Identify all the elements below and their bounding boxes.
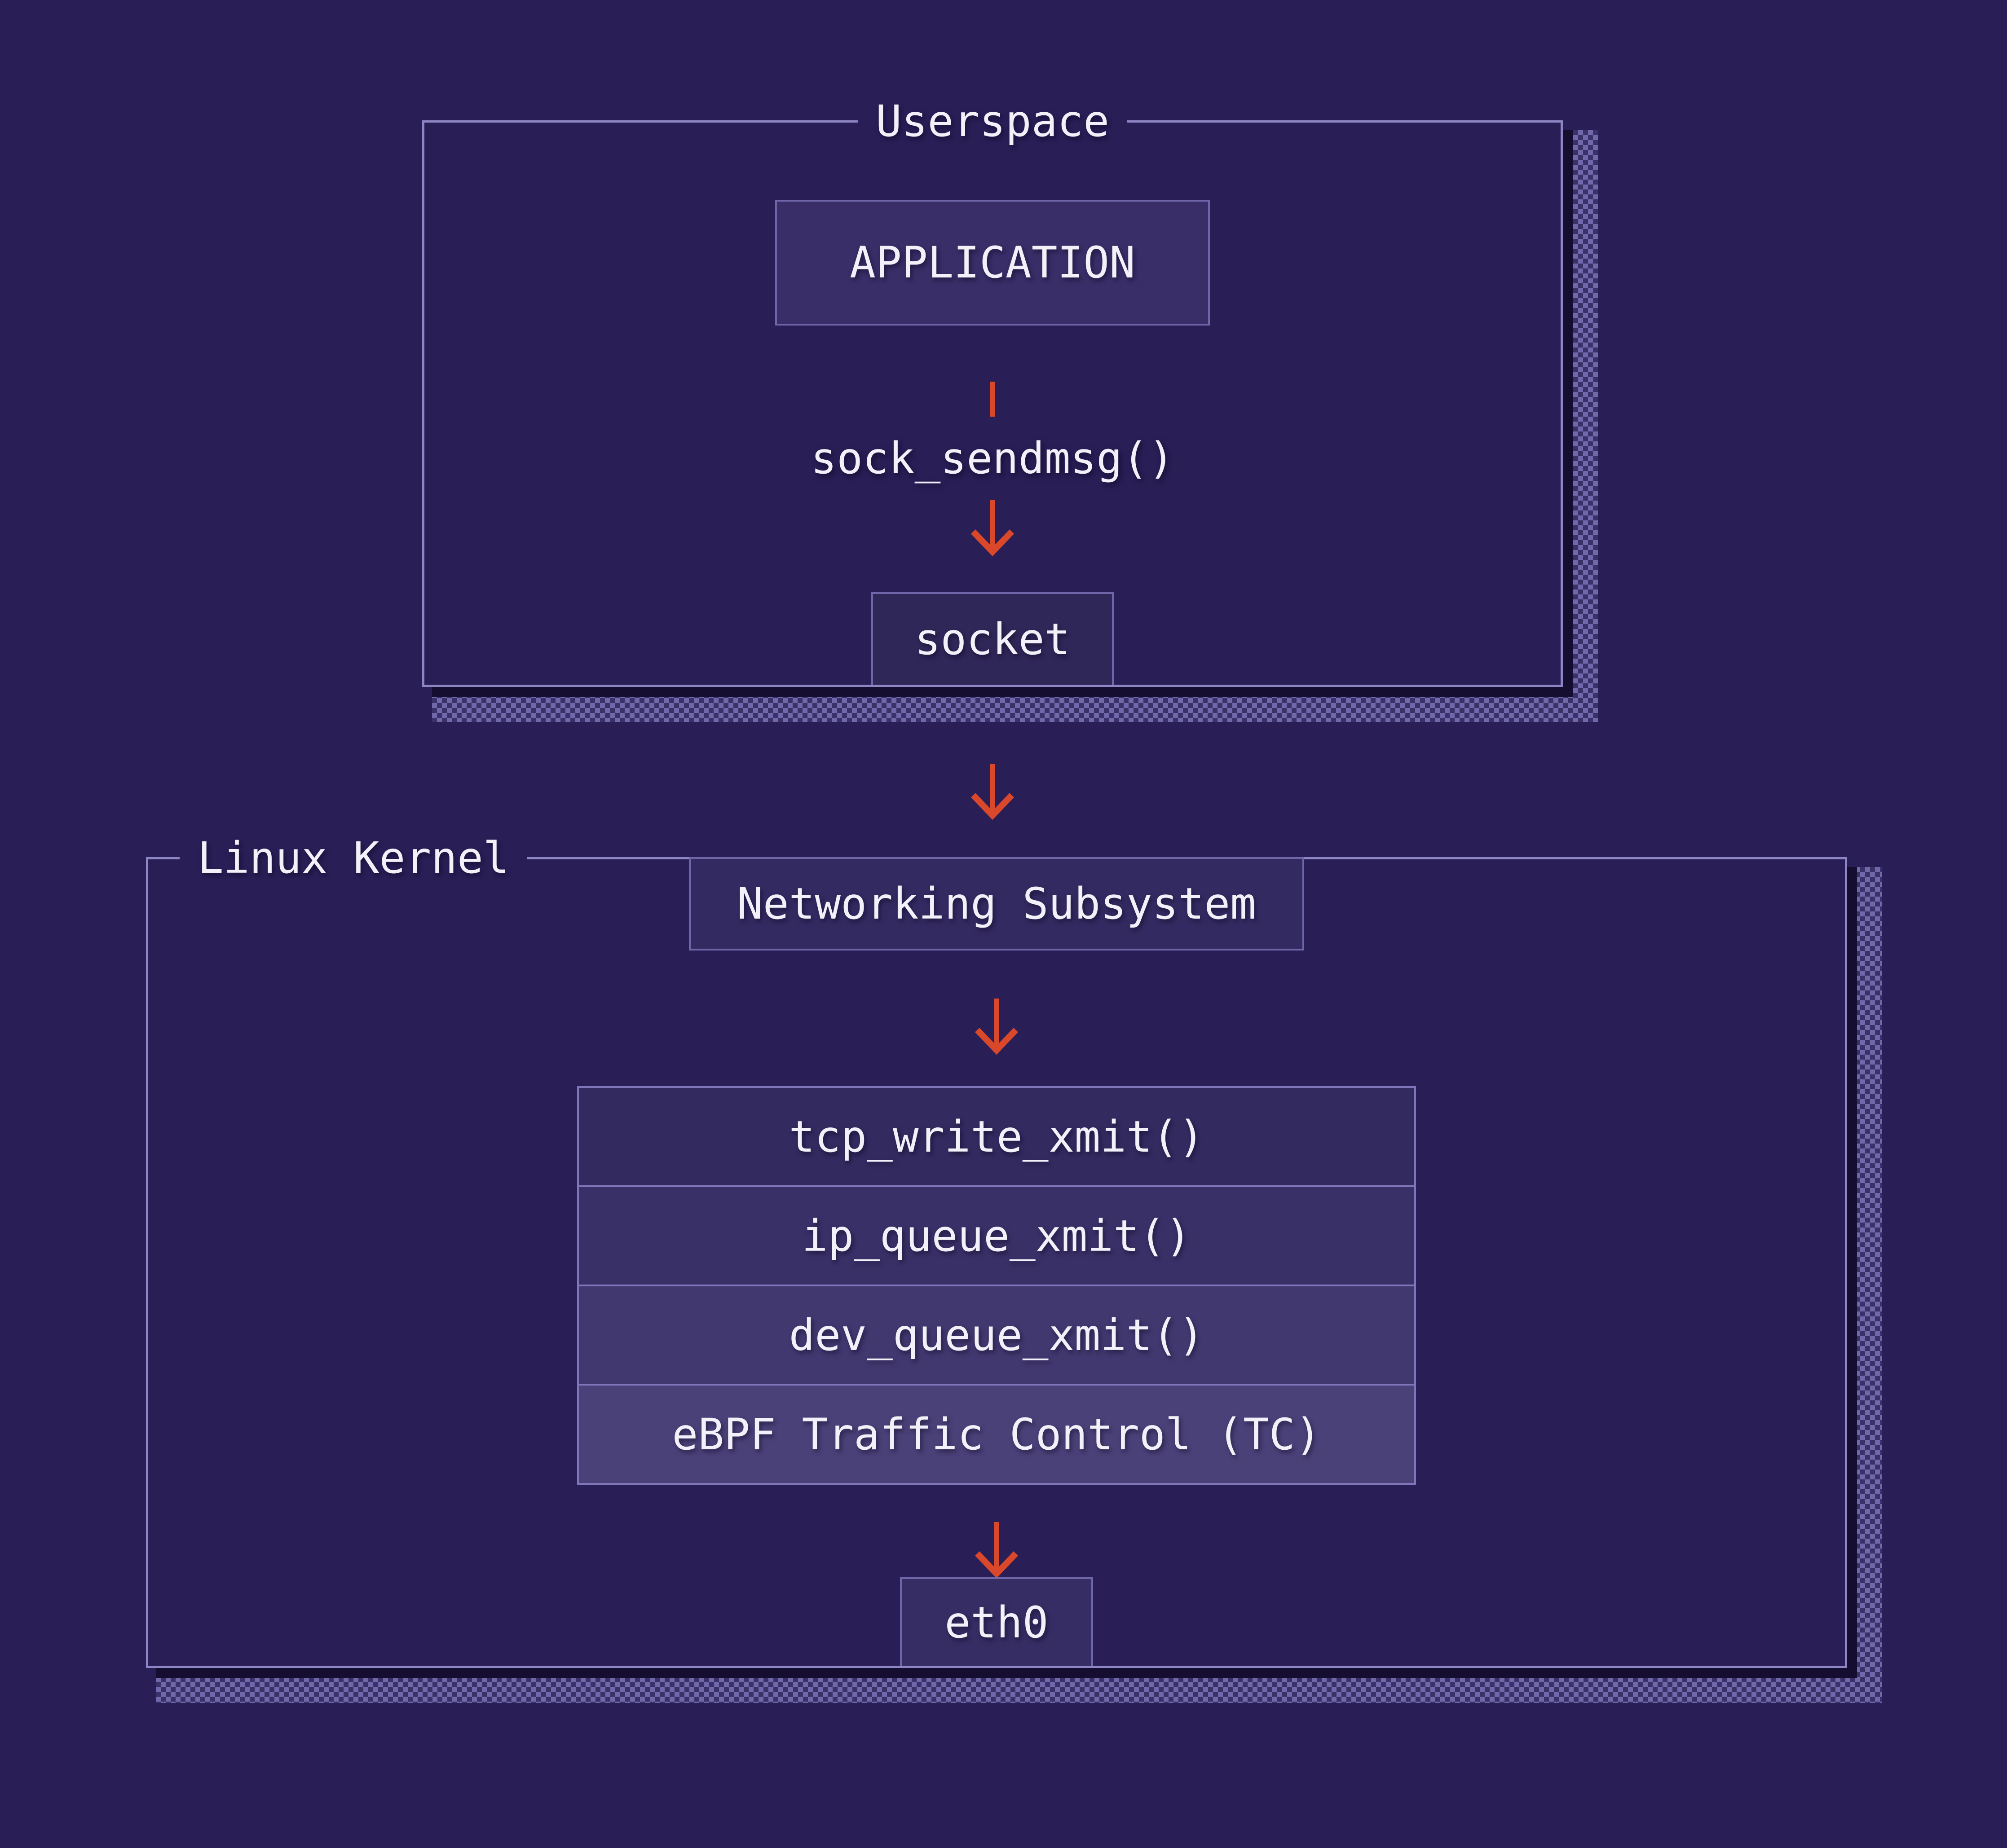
stack-layer-row: ip_queue_xmit() [579, 1185, 1414, 1285]
linux-kernel-panel: Linux Kernel Networking Subsystem tcp_wr… [146, 833, 1882, 1703]
arrow-down-icon [970, 764, 1015, 820]
stack-layer-label: dev_queue_xmit() [789, 1310, 1204, 1360]
eth0-box: eth0 [900, 1577, 1093, 1666]
stack-layer-row: tcp_write_xmit() [579, 1088, 1414, 1185]
userspace-panel: Userspace APPLICATION sock_sendmsg() soc… [422, 97, 1598, 722]
stack-layer-label: eBPF Traffic Control (TC) [672, 1409, 1321, 1460]
socket-box-label: socket [914, 614, 1071, 664]
connector-line [990, 382, 995, 417]
application-box: APPLICATION [775, 200, 1210, 326]
networking-subsystem-label: Networking Subsystem [737, 879, 1256, 929]
arrow-down-icon [975, 999, 1019, 1055]
arrow-down-icon [975, 1522, 1019, 1579]
networking-subsystem-box: Networking Subsystem [689, 857, 1304, 950]
userspace-panel-border: Userspace APPLICATION sock_sendmsg() soc… [422, 97, 1563, 687]
stack-layer-row: eBPF Traffic Control (TC) [579, 1384, 1414, 1483]
application-box-label: APPLICATION [850, 238, 1135, 288]
arrow-down-icon [970, 500, 1015, 557]
socket-box: socket [871, 592, 1114, 685]
kernel-panel-title: Linux Kernel [180, 833, 527, 883]
syscall-label: sock_sendmsg() [811, 433, 1174, 484]
stack-layer-row: dev_queue_xmit() [579, 1285, 1414, 1384]
userspace-panel-title: Userspace [857, 97, 1128, 146]
kernel-panel-border: Linux Kernel Networking Subsystem tcp_wr… [146, 833, 1847, 1668]
stack-layer-label: ip_queue_xmit() [802, 1210, 1191, 1261]
kernel-stack: tcp_write_xmit() ip_queue_xmit() dev_que… [577, 1086, 1416, 1485]
eth0-box-label: eth0 [944, 1597, 1049, 1648]
stack-layer-label: tcp_write_xmit() [789, 1111, 1204, 1162]
